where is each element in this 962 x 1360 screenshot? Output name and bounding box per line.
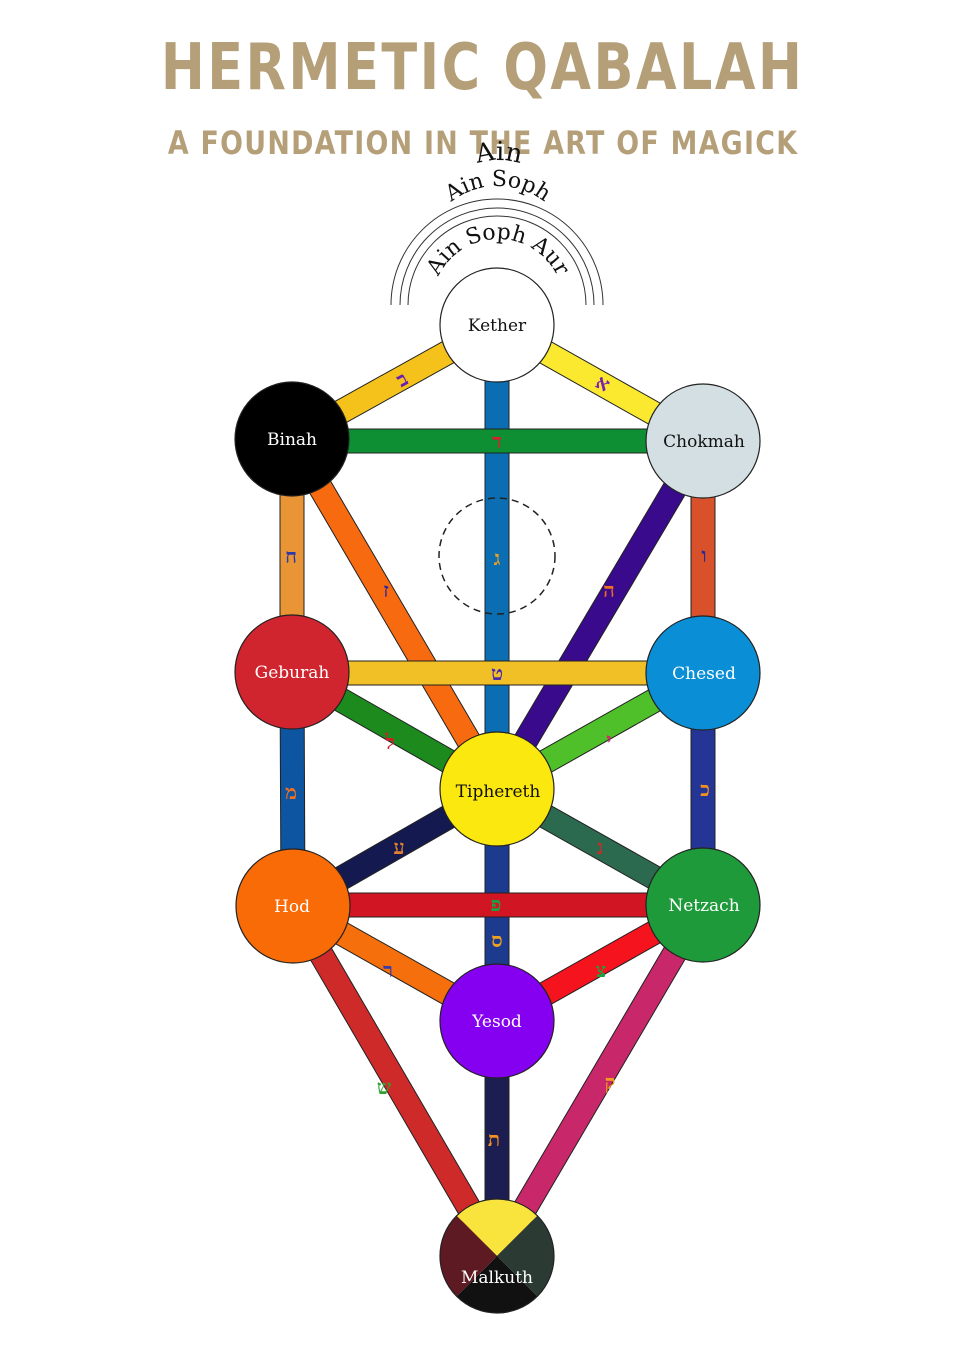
malkuth-node: Malkuth [439, 1198, 555, 1314]
path-letter-hod-yesod: ר [383, 958, 393, 982]
netzach-circle [645, 847, 761, 963]
path-letter-chokmah-binah: ד [492, 429, 502, 453]
chokmah-label: Chokmah [663, 432, 745, 452]
kether-label: Kether [468, 316, 527, 336]
path-letter-geburah-tiphereth: ל [384, 730, 394, 754]
binah-label: Binah [267, 430, 317, 450]
malkuth-quarter-left [440, 1215, 497, 1297]
daath-circle [438, 497, 556, 615]
hod-circle [235, 848, 351, 964]
chesed-label: Chesed [672, 664, 736, 684]
tiphereth-label: Tiphereth [456, 782, 541, 802]
yesod-label: Yesod [471, 1012, 522, 1032]
path-letter-netzach-yesod: צ [596, 958, 606, 982]
veil-arc-outer [390, 198, 604, 306]
malkuth-quarter-right [497, 1215, 554, 1297]
chesed-circle [645, 615, 761, 731]
geburah-circle [234, 614, 350, 730]
path-letter-hod-malkuth: ש [377, 1075, 391, 1099]
path-letter-chokmah-chesed: ו [701, 543, 706, 567]
path-letter-netzach-malkuth: ק [605, 1070, 616, 1094]
binah-circle [234, 381, 350, 497]
path-letter-tiphereth-hod: ע [393, 835, 404, 859]
page-title: HERMETIC QABALAH [160, 31, 805, 105]
path-letter-geburah-hod: מ [285, 780, 297, 804]
path-letter-binah-tiphereth: ז [383, 578, 389, 602]
veil-ain-label: Ain [472, 137, 525, 170]
tiphereth-circle [439, 731, 555, 847]
page-subtitle: A FOUNDATION IN THE ART OF MAGICK [167, 124, 799, 162]
path-letter-chesed-geburah: ט [491, 661, 503, 685]
veil-ain-soph-label: Ain Soph [440, 167, 555, 207]
path-letter-chesed-netzach: כ [700, 777, 710, 801]
netzach-label: Netzach [668, 896, 739, 916]
veil-arc-inner [407, 215, 587, 306]
veil-arc-middle [399, 207, 595, 306]
hod-label: Hod [274, 897, 310, 917]
path-letter-tiphereth-yesod: ס [491, 928, 502, 952]
path-letter-binah-geburah: ח [285, 544, 297, 568]
path-letter-chesed-tiphereth: י [606, 728, 611, 752]
path-letter-chokmah-tiphereth: ה [603, 578, 615, 602]
kether-circle [439, 267, 555, 383]
path-letter-yesod-malkuth: ת [488, 1127, 500, 1151]
malkuth-label: Malkuth [461, 1268, 533, 1288]
path-letter-kether-tiphereth: ג [494, 546, 501, 570]
path-letter-tiphereth-netzach: נ [597, 835, 604, 859]
path-letter-netzach-hod: פ [491, 892, 502, 916]
chokmah-circle [645, 383, 761, 499]
malkuth-circle [439, 1198, 555, 1314]
malkuth-quarter-bottom [456, 1256, 538, 1313]
sephiroth-group: Kether Chokmah Binah Chesed Geburah Tiph… [234, 267, 761, 1314]
yesod-circle [439, 963, 555, 1079]
geburah-label: Geburah [255, 663, 330, 683]
malkuth-quarter-top [456, 1199, 538, 1256]
